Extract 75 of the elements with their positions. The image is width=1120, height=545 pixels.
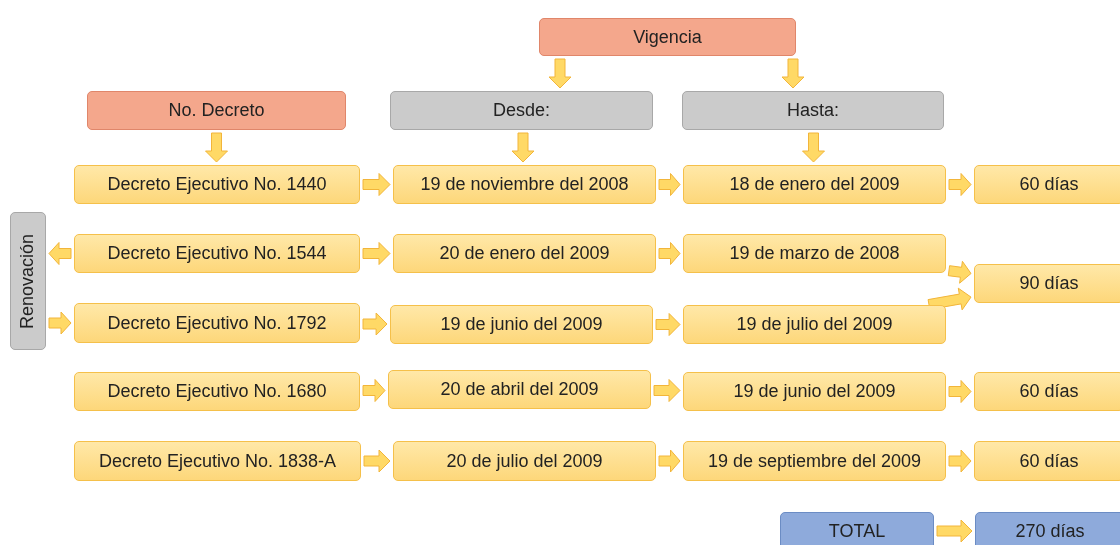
- box-label: 19 de noviembre del 2008: [420, 174, 629, 195]
- block-arrow: [48, 311, 72, 335]
- data-box: [74, 234, 360, 273]
- data-box: [683, 165, 946, 204]
- box-label: Decreto Ejecutivo No. 1838-A: [98, 450, 337, 472]
- block-arrow: [362, 173, 391, 196]
- data-box: [683, 441, 946, 481]
- header-box: [682, 91, 944, 130]
- box-label: Decreto Ejecutivo No. 1544: [107, 243, 327, 264]
- box-label: 18 de enero del 2009: [729, 174, 900, 195]
- box-label: 19 de junio del 2009: [733, 381, 896, 402]
- block-arrow: [781, 58, 805, 89]
- box-label: TOTAL: [828, 520, 886, 542]
- data-box: [683, 372, 946, 411]
- vertical-label-box: [10, 212, 46, 350]
- data-box: [683, 234, 946, 273]
- header-box: [390, 91, 653, 130]
- block-arrow: [362, 379, 386, 402]
- block-arrow: [658, 173, 681, 196]
- data-box: [393, 165, 656, 204]
- box-label: No. Decreto: [168, 100, 265, 121]
- data-box: [974, 165, 1120, 204]
- block-arrow: [948, 449, 972, 473]
- block-arrow: [927, 287, 972, 311]
- data-box: [74, 372, 360, 411]
- block-arrow: [363, 449, 391, 473]
- box-label: 19 de marzo de 2008: [729, 243, 900, 264]
- data-box: [974, 441, 1120, 481]
- box-label: 60 días: [1019, 381, 1079, 402]
- header-box: [539, 18, 796, 56]
- box-label: 19 de junio del 2009: [440, 314, 603, 335]
- box-label: 270 días: [1015, 520, 1085, 542]
- data-box: [683, 305, 946, 344]
- block-arrow: [802, 132, 825, 163]
- block-arrow: [205, 132, 228, 163]
- data-box: [974, 264, 1120, 303]
- block-arrow: [948, 380, 972, 403]
- data-box: [74, 165, 360, 204]
- data-box: [74, 441, 361, 481]
- box-label: 60 días: [1019, 174, 1079, 195]
- block-arrow: [48, 242, 72, 265]
- box-label: Renovación: [17, 233, 39, 329]
- block-arrow: [947, 260, 972, 284]
- block-arrow: [658, 242, 681, 265]
- box-label: 60 días: [1019, 450, 1079, 472]
- box-label: Hasta:: [787, 100, 839, 121]
- data-box: [974, 372, 1120, 411]
- block-arrow: [936, 519, 973, 543]
- block-arrow: [511, 132, 535, 163]
- box-label: 20 de abril del 2009: [440, 379, 599, 400]
- block-arrow: [548, 58, 572, 89]
- block-arrow: [658, 449, 681, 473]
- data-box: [393, 441, 656, 481]
- block-arrow: [948, 173, 972, 196]
- data-box: [74, 303, 360, 343]
- data-box: [393, 234, 656, 273]
- box-label: 20 de enero del 2009: [439, 243, 610, 264]
- block-arrow: [362, 312, 388, 336]
- data-box: [388, 370, 651, 409]
- box-label: Decreto Ejecutivo No. 1680: [107, 381, 327, 402]
- box-label: Vigencia: [633, 26, 702, 48]
- header-box: [87, 91, 346, 130]
- box-label: 19 de septiembre del 2009: [707, 450, 922, 472]
- total-box: [975, 512, 1120, 545]
- box-label: Decreto Ejecutivo No. 1792: [107, 312, 327, 334]
- box-label: Desde:: [492, 100, 550, 121]
- block-arrow: [362, 242, 391, 265]
- box-label: 19 de julio del 2009: [736, 314, 893, 335]
- block-arrow: [653, 379, 681, 402]
- box-label: 90 días: [1019, 273, 1079, 294]
- total-box: [780, 512, 934, 545]
- box-label: 20 de julio del 2009: [446, 450, 603, 472]
- block-arrow: [655, 313, 681, 336]
- data-box: [390, 305, 653, 344]
- box-label: Decreto Ejecutivo No. 1440: [107, 174, 327, 195]
